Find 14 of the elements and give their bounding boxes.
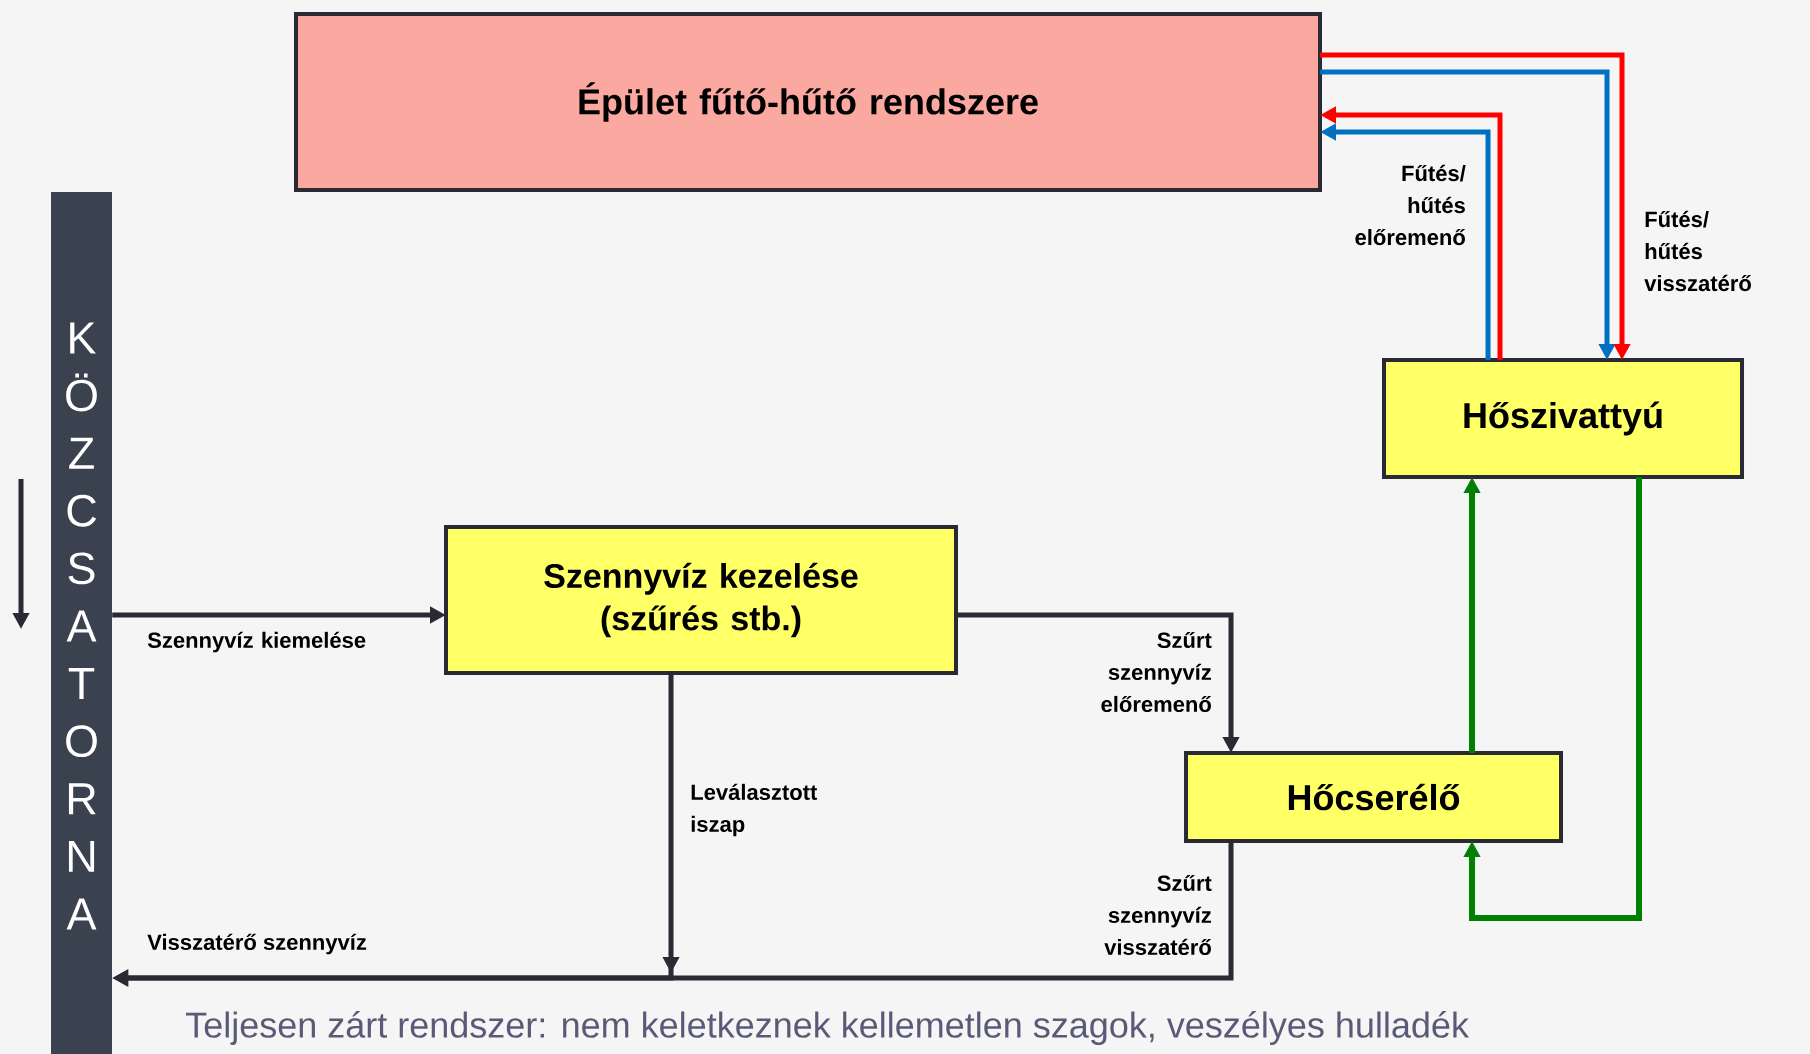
edge-label: Szűrt szennyvíz előremenő — [1101, 631, 1212, 713]
system-box: Épület fűtő-hűtő rendszere — [294, 12, 1322, 192]
process-box: Szennyvíz kezelése (szűrés stb.) — [444, 525, 958, 675]
flow-label: Visszatérő szennyvíz — [147, 933, 367, 955]
process-box: Hőcserélő — [1184, 751, 1563, 843]
sewer-bar: KÖZCSATORNA — [51, 192, 112, 1054]
edge-label: Fűtés/ hűtés előremenő — [1355, 164, 1466, 246]
edge-label: Leválasztott iszap — [691, 783, 818, 837]
arrow — [1463, 477, 1642, 921]
edge-label: Fűtés/ hűtés visszatérő — [1644, 210, 1751, 292]
caption: Teljesen zárt rendszer: nem keletkeznek kellemetlen szagok, veszélyes hulladék — [186, 1011, 1469, 1045]
edge-label: Szűrt szennyvíz visszatérő — [1104, 874, 1212, 956]
edge-label: Szennyvíz kiemelése — [147, 631, 366, 653]
process-box: Hőszivattyú — [1382, 358, 1744, 479]
